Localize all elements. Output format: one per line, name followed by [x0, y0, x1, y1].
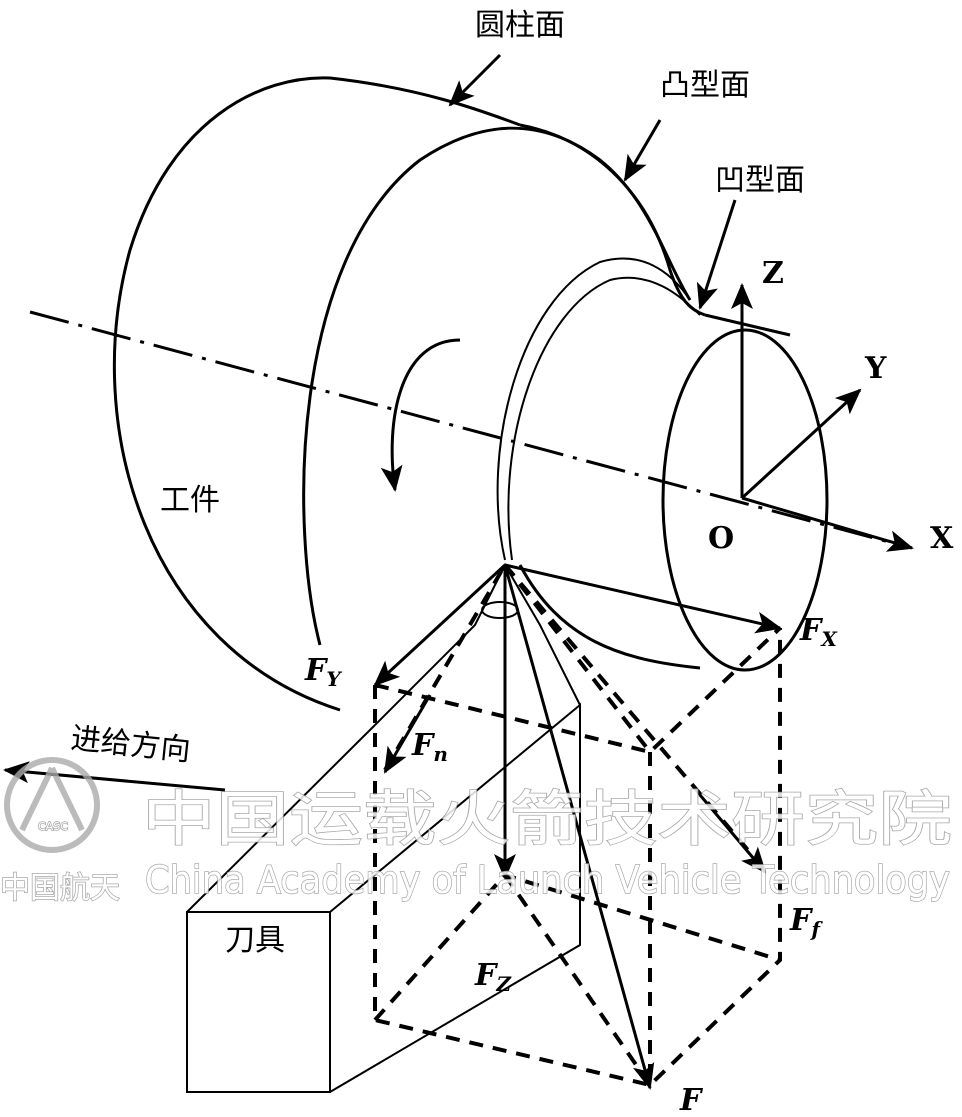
leader-arrows: [3, 53, 737, 792]
label-z-axis: Z: [762, 256, 784, 291]
tool-shank: [186, 702, 581, 1093]
label-force-f: Ff: [789, 903, 823, 941]
force-x-arrow: [504, 563, 782, 634]
label-force-total: F: [679, 1083, 704, 1117]
shaft-bottom-line: [518, 564, 701, 670]
label-force-n: Fn: [411, 728, 448, 766]
label-cylinder-surface: 圆柱面: [475, 8, 565, 43]
workpiece: [29, 76, 901, 712]
x-axis: [741, 496, 914, 552]
fn-ff-dashed: [383, 563, 767, 872]
label-x-axis: X: [930, 521, 954, 556]
force-total-arrow: [503, 564, 655, 1090]
label-force-z: FZ: [474, 958, 512, 996]
rotation-arrow: [380, 338, 461, 492]
watermark-en: China Academy of Launch Vehicle Technolo…: [145, 858, 950, 902]
force-f-arrow: [698, 794, 767, 874]
tool-front-face: [186, 911, 331, 1093]
y-axis: [740, 388, 862, 500]
tool-insert-hole: [481, 601, 519, 619]
workpiece-convex-edge: [302, 126, 692, 646]
force-vectors: [373, 563, 782, 1090]
groove-edge-2: [507, 276, 701, 561]
shaft-top-line: [704, 313, 791, 337]
label-tool: 刀具: [225, 923, 285, 958]
casc-logo: [4, 757, 100, 853]
label-force-x: FX: [799, 613, 838, 651]
label-concave-surface: 凹型面: [715, 163, 805, 198]
shaft-end-ellipse: [661, 328, 829, 672]
coordinate-axes: [731, 283, 914, 552]
label-origin: O: [708, 521, 734, 556]
label-y-axis: Y: [864, 351, 887, 386]
watermark-logo-text: CASC: [38, 820, 68, 833]
cutting-tool: [186, 562, 581, 1093]
workpiece-convex-surface: [519, 123, 706, 317]
watermark: CASC 中国航天 中国运载火箭技术研究院 China Academy of L…: [0, 757, 953, 907]
rotation-axis: [29, 310, 901, 547]
watermark-cn: 中国运载火箭技术研究院: [142, 785, 952, 855]
groove-edge-1: [496, 257, 691, 561]
watermark-brand: 中国航天: [0, 871, 120, 906]
label-convex-surface: 凸型面: [660, 68, 750, 103]
label-feed-direction: 进给方向: [69, 721, 192, 768]
label-workpiece: 工件: [160, 483, 220, 518]
force-n-arrow: [383, 694, 432, 774]
force-y-arrow: [373, 563, 507, 687]
label-force-y: FY: [304, 653, 342, 691]
workpiece-left-face: [112, 76, 521, 712]
feed-direction-arrow: [3, 761, 226, 792]
